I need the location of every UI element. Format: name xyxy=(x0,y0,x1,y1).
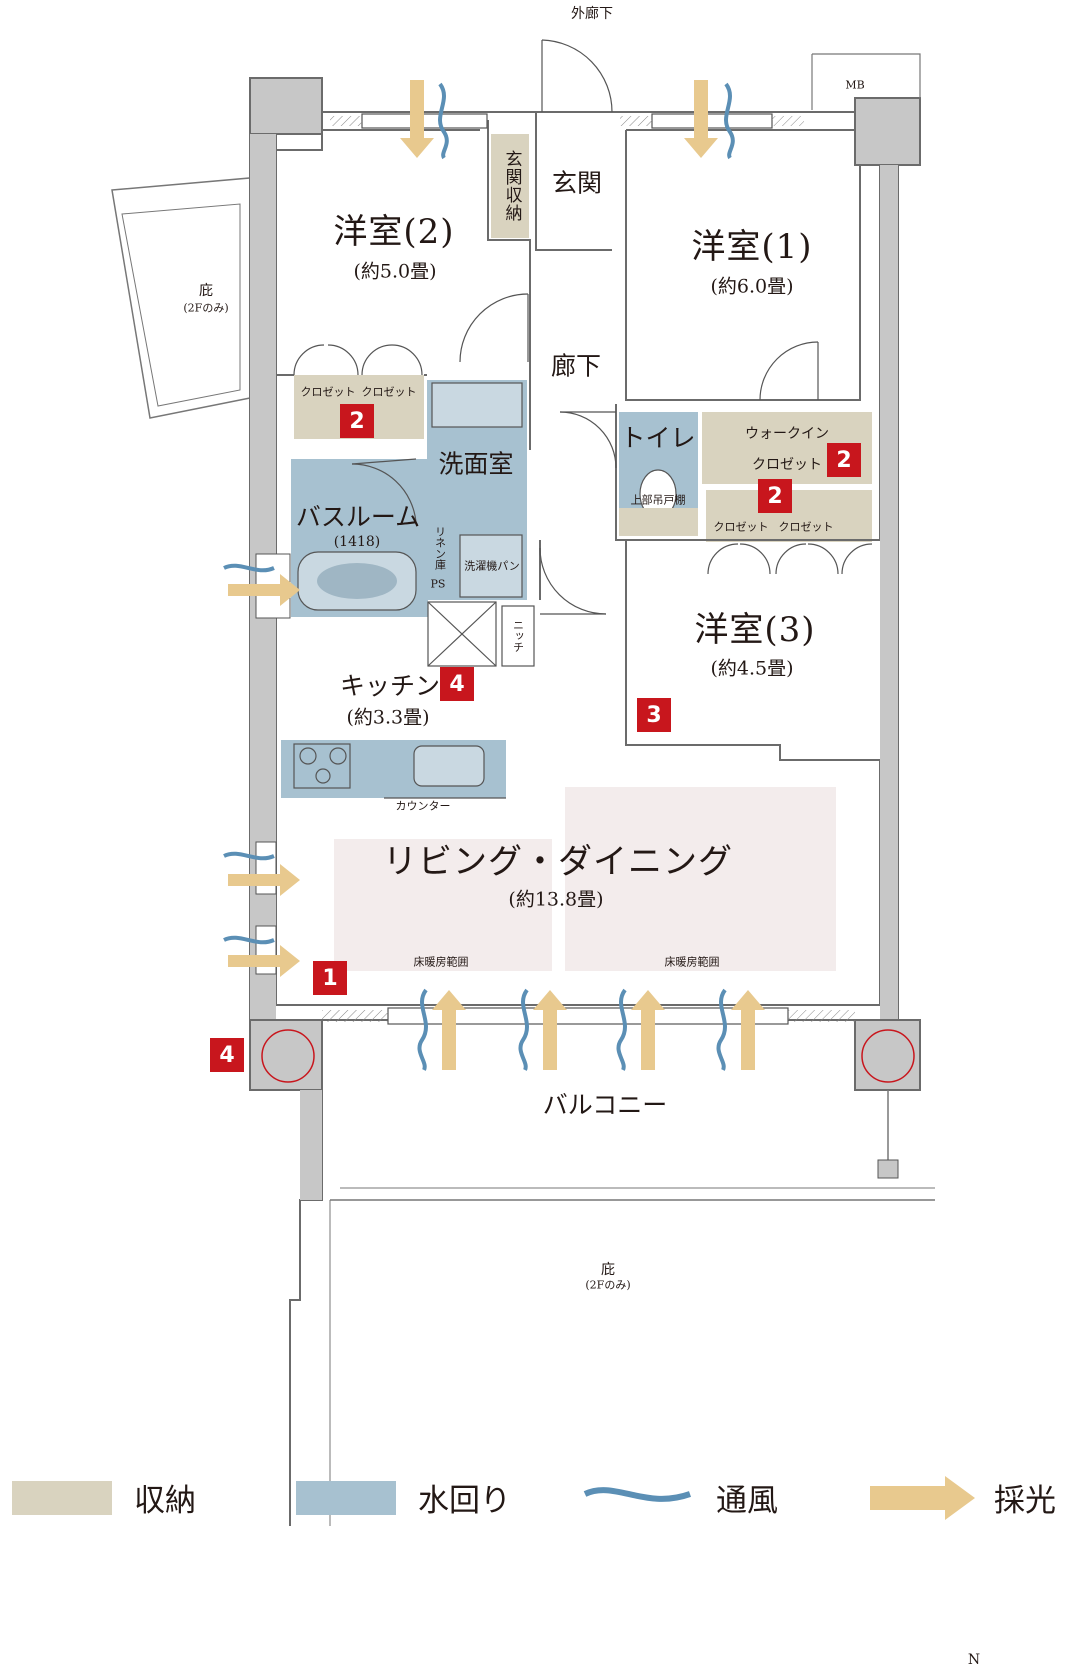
entrance-door xyxy=(541,39,613,113)
mb-label: MB xyxy=(845,78,865,92)
badge-3: 3 xyxy=(637,698,671,732)
floor-heating-left-label: 床暖房範囲 xyxy=(413,955,469,969)
legend-wind: 通風 xyxy=(694,1472,778,1522)
balcony-label: バルコニー xyxy=(542,1090,668,1120)
badge-1: 1 xyxy=(313,961,347,995)
pillar-circle-right xyxy=(861,1029,915,1083)
room-western2-name: 洋室(2) xyxy=(333,212,455,252)
pillar-circle-left xyxy=(261,1029,315,1083)
entrance-storage-label: 玄関収納 xyxy=(501,150,522,222)
compass-north-label: N xyxy=(967,1652,981,1668)
legend-storage-swatch xyxy=(12,1481,112,1515)
kitchen-area: (約3.3畳) xyxy=(346,706,430,729)
walkin-label-1: ウォークイン xyxy=(745,426,829,442)
window-room1 xyxy=(651,113,773,129)
floor-heating-right-label: 床暖房範囲 xyxy=(664,955,720,969)
bathroom-size: (1418) xyxy=(333,534,381,550)
niche-label: ニッチ xyxy=(511,619,525,653)
wind-marks xyxy=(223,82,735,1071)
wash-basin xyxy=(431,382,523,428)
eaves-bottom-label: 庇 xyxy=(601,1262,615,1278)
legend-storage: 収納 xyxy=(112,1472,196,1522)
badge-2-closet: 2 xyxy=(340,404,374,438)
window-room2 xyxy=(361,113,488,129)
legend-light-swatch xyxy=(870,1476,975,1520)
stove xyxy=(293,743,351,789)
badge-2-closet3: 2 xyxy=(758,479,792,513)
toilet-label: トイレ xyxy=(620,423,696,453)
badge-2-walkin: 2 xyxy=(827,443,861,477)
room-western1-area: (約6.0畳) xyxy=(710,275,794,298)
legend-water-swatch xyxy=(296,1481,396,1515)
floor-heating-zone-right xyxy=(565,787,836,971)
ps-box xyxy=(427,601,497,667)
legend-light: 採光 xyxy=(972,1472,1056,1522)
legend-storage-label: 収納 xyxy=(134,1482,196,1519)
badge-4-pillar: 4 xyxy=(210,1038,244,1072)
floor-plan xyxy=(12,39,975,1526)
washer-pan xyxy=(459,534,523,598)
legend-light-label: 採光 xyxy=(994,1482,1056,1519)
outer-corridor-label: 外廊下 xyxy=(571,6,613,22)
kitchen-name: キッチン xyxy=(339,671,441,701)
room-western3-area: (約4.5畳) xyxy=(710,657,794,680)
entrance-storage-fill xyxy=(491,134,529,238)
legend-wind-label: 通風 xyxy=(716,1482,778,1519)
counter-label: カウンター xyxy=(395,799,451,813)
linen-label: リネン庫 xyxy=(433,526,447,570)
right-wall xyxy=(880,165,898,1020)
legend-water: 水回り xyxy=(396,1472,511,1522)
ps-label: PS xyxy=(430,577,446,591)
closet2-right-label: クロゼット xyxy=(361,385,417,399)
walkin-label-2: クロゼット xyxy=(752,457,822,473)
light-arrows xyxy=(228,80,765,1070)
badge-4-kitchen: 4 xyxy=(440,667,474,701)
eaves-bottom xyxy=(329,1187,935,1526)
interior-doors xyxy=(293,293,873,615)
bathroom-name: バスルーム xyxy=(295,502,421,532)
pillar-top-left xyxy=(249,77,323,135)
closet3-right-label: クロゼット xyxy=(778,520,834,534)
hallway-label: 廊下 xyxy=(550,351,602,381)
toilet-cabinet-label: 上部吊戸棚 xyxy=(630,493,686,507)
eaves-left-label: 庇 xyxy=(199,283,213,299)
washer-pan-label: 洗濯機パン xyxy=(464,559,520,573)
living-name: リビング・ダイニング xyxy=(383,842,733,882)
legend-water-label: 水回り xyxy=(418,1482,511,1519)
closet2-left-label: クロゼット xyxy=(300,385,356,399)
entrance-label: 玄関 xyxy=(551,168,603,198)
eaves-bottom-sub: (2Fのみ) xyxy=(585,1278,631,1292)
floor-heating-zone-left xyxy=(334,839,552,971)
room-western2-area: (約5.0畳) xyxy=(353,260,437,283)
eaves-left-sub: (2Fのみ) xyxy=(183,301,229,315)
living-area: (約13.8畳) xyxy=(508,888,604,911)
niche-box xyxy=(501,605,535,667)
eaves-left xyxy=(111,177,251,419)
washroom-label: 洗面室 xyxy=(438,449,514,479)
balcony-wall-left xyxy=(300,1090,322,1200)
kitchen-sink xyxy=(413,745,485,787)
legend-wind-swatch xyxy=(583,1487,692,1502)
room-western3-name: 洋室(3) xyxy=(694,610,816,650)
pillar-top-right xyxy=(854,97,921,166)
room-western1-name: 洋室(1) xyxy=(691,227,813,267)
closet3-left-label: クロゼット xyxy=(713,520,769,534)
